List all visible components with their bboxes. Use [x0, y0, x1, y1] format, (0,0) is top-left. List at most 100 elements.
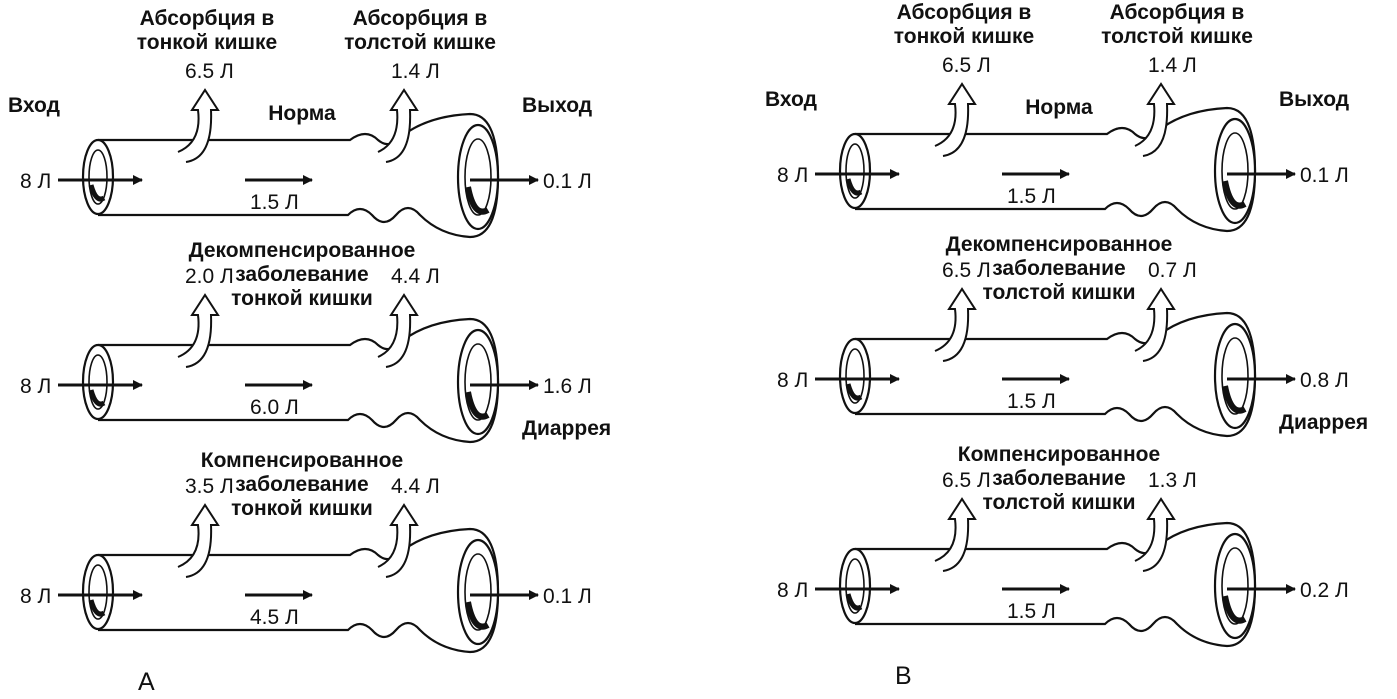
row-title-line: Компенсированное: [201, 449, 403, 472]
small-intestine-absorption-volume: 6.5 Л: [942, 54, 991, 77]
exit-shading: [465, 186, 490, 215]
input-volume: 8 Л: [20, 375, 51, 398]
input-label: Вход: [765, 88, 817, 111]
ileocecal-volume: 1.5 Л: [1007, 600, 1056, 623]
large-intestine-absorption-arrow: [1134, 497, 1176, 572]
large-absorption-header: Абсорбция в: [1110, 1, 1245, 24]
ileocecal-volume: 4.5 Л: [250, 606, 299, 629]
small-intestine-absorption-volume: 6.5 Л: [942, 259, 991, 282]
exit-lumen: [1221, 132, 1249, 210]
entry-shading: [845, 178, 863, 196]
intestine-tube: [855, 311, 1257, 438]
ileocecal-volume: 1.5 Л: [250, 191, 299, 214]
exit-shading: [465, 391, 490, 420]
small-intestine-absorption-arrow: [177, 293, 220, 368]
ileocecal-volume: 1.5 Л: [1007, 185, 1056, 208]
small-intestine-absorption-volume: 6.5 Л: [942, 469, 991, 492]
output-volume: 1.6 Л: [543, 375, 592, 398]
diarrhea-label: Диаррея: [1279, 411, 1368, 434]
row-title-line: заболевание: [235, 263, 368, 286]
input-volume: 8 Л: [777, 164, 808, 187]
row-title-line: Декомпенсированное: [189, 239, 416, 262]
ileocecal-volume: 6.0 Л: [250, 396, 299, 419]
row-title-line: тонкой кишки: [231, 497, 373, 520]
input-volume: 8 Л: [20, 585, 51, 608]
output-volume: 0.8 Л: [1300, 369, 1349, 392]
exit-lumen: [464, 138, 492, 216]
entry-shading: [845, 593, 863, 611]
small-intestine-absorption-arrow: [934, 497, 977, 572]
entry-shading: [88, 389, 106, 407]
large-intestine-absorption-arrow: [1134, 287, 1176, 362]
large-intestine-absorption-volume: 1.4 Л: [1148, 54, 1197, 77]
entry-shading: [845, 383, 863, 401]
row-title-line: заболевание: [992, 257, 1125, 280]
small-intestine-absorption-volume: 2.0 Л: [185, 265, 234, 288]
intestine-tube: [98, 527, 500, 654]
output-volume: 0.1 Л: [1300, 164, 1349, 187]
output-label: Выход: [1279, 88, 1349, 111]
small-intestine-absorption-arrow: [934, 287, 977, 362]
large-intestine-absorption-volume: 0.7 Л: [1148, 259, 1197, 282]
small-absorption-header: тонкой кишке: [894, 25, 1034, 48]
intestine-tube: [855, 106, 1257, 233]
small-absorption-header: Абсорбция в: [897, 1, 1032, 24]
exit-shading: [465, 601, 490, 630]
large-absorption-header: Абсорбция в: [353, 7, 488, 30]
small-intestine-absorption-arrow: [177, 88, 220, 163]
output-label: Выход: [522, 94, 592, 117]
output-volume: 0.1 Л: [543, 585, 592, 608]
large-intestine-absorption-arrow: [377, 503, 419, 578]
large-absorption-header: толстой кишке: [344, 31, 496, 54]
row-title-line: Норма: [268, 102, 336, 125]
diarrhea-label: Диаррея: [522, 417, 611, 440]
input-volume: 8 Л: [777, 369, 808, 392]
flow-row: 8 Л 1.5 Л 0.8 Л 6.5 Л 0.7 Л Декомпенсированно…: [777, 233, 1368, 438]
entry-shading: [88, 184, 106, 202]
large-intestine-absorption-volume: 4.4 Л: [391, 475, 440, 498]
output-volume: 0.1 Л: [543, 170, 592, 193]
small-absorption-header: тонкой кишке: [137, 31, 277, 54]
row-title-line: заболевание: [992, 467, 1125, 490]
large-intestine-absorption-volume: 4.4 Л: [391, 265, 440, 288]
small-intestine-absorption-volume: 3.5 Л: [185, 475, 234, 498]
small-intestine-absorption-volume: 6.5 Л: [185, 60, 234, 83]
ileocecal-volume: 1.5 Л: [1007, 390, 1056, 413]
exit-shading: [1222, 595, 1247, 624]
intestine-tube: [98, 112, 500, 239]
intestine-tube: [98, 317, 500, 444]
small-intestine-absorption-arrow: [934, 82, 977, 157]
small-intestine-absorption-arrow: [177, 503, 220, 578]
input-label: Вход: [8, 94, 60, 117]
row-title-line: толстой кишки: [983, 491, 1136, 514]
large-intestine-absorption-arrow: [377, 293, 419, 368]
row-title-line: Декомпенсированное: [946, 233, 1173, 256]
panel-label-b: B: [895, 662, 912, 690]
row-title-line: тонкой кишки: [231, 287, 373, 310]
output-volume: 0.2 Л: [1300, 579, 1349, 602]
large-intestine-absorption-arrow: [377, 88, 419, 163]
exit-shading: [1222, 385, 1247, 414]
intestine-tube: [855, 521, 1257, 648]
entry-shading: [88, 599, 106, 617]
large-absorption-header: толстой кишке: [1101, 25, 1253, 48]
exit-lumen: [1221, 547, 1249, 625]
input-volume: 8 Л: [777, 579, 808, 602]
input-volume: 8 Л: [20, 170, 51, 193]
row-title-line: толстой кишки: [983, 281, 1136, 304]
flow-row: 8 Л 4.5 Л 0.1 Л 3.5 Л 4.4 Л Компенсированноез…: [20, 449, 592, 654]
exit-lumen: [1221, 337, 1249, 415]
row-title-line: Норма: [1025, 96, 1093, 119]
large-intestine-absorption-arrow: [1134, 82, 1176, 157]
exit-shading: [1222, 180, 1247, 209]
flow-row: 8 Л 6.0 Л 1.6 Л 2.0 Л 4.4 Л Декомпенсированно…: [20, 239, 611, 444]
large-intestine-absorption-volume: 1.3 Л: [1148, 469, 1197, 492]
small-absorption-header: Абсорбция в: [140, 7, 275, 30]
row-title-line: заболевание: [235, 473, 368, 496]
